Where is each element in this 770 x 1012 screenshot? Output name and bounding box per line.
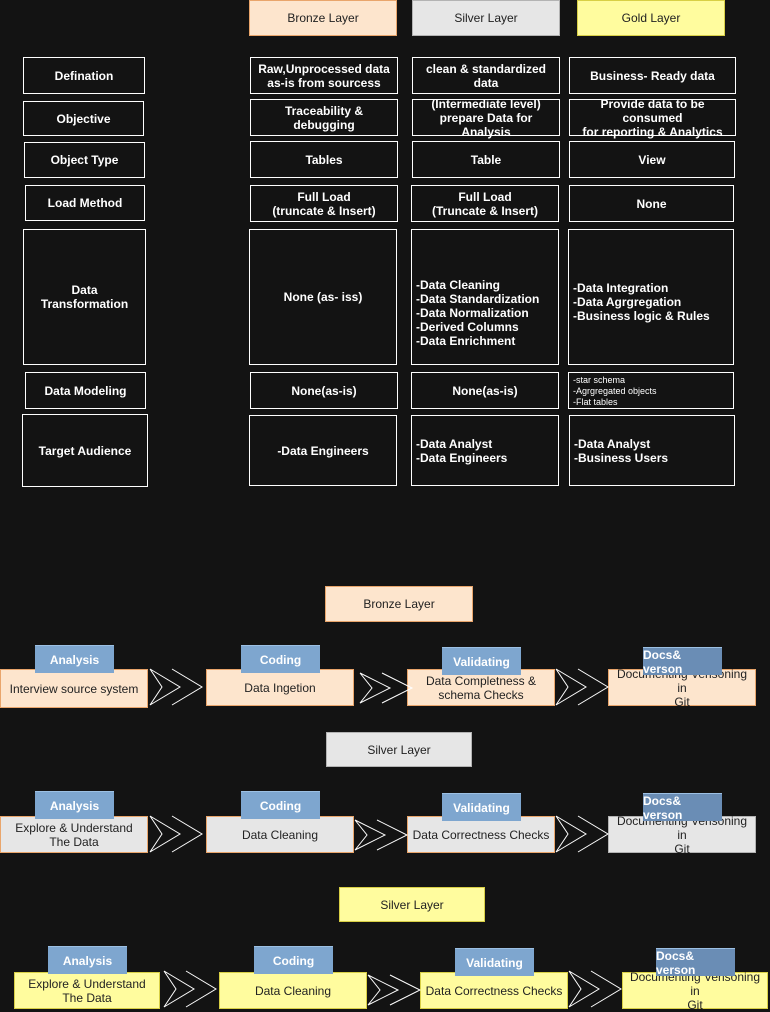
bronze-objective: Traceability & debugging [250,99,398,136]
flow-3-step-analysis: Explore & Understand The Data [14,972,160,1009]
flow-1-step-analysis: Interview source system [0,669,148,708]
row-label-data-modeling: Data Modeling [25,372,146,409]
flow-2-tag-coding: Coding [241,791,320,819]
flow-1-arrow-2-icon [359,672,414,704]
row-label-target-audience: Target Audience [22,414,148,487]
flow-1-arrow-3-icon [555,668,609,706]
gold-defination: Business- Ready data [569,57,736,94]
flow-1-tag-validating: Validating [442,647,521,675]
gold-layer-header: Gold Layer [577,0,725,36]
flow-1-arrow-1-icon [149,668,203,706]
silver-defination: clean & standardized data [412,57,560,94]
flow-3-tag-coding: Coding [254,946,333,974]
bronze-load-method: Full Load (truncate & Insert) [250,185,398,222]
gold-data-modeling: -star schema -Agrgregated objects -Flat … [568,372,734,409]
flow-3-step-coding: Data Cleaning [219,972,367,1009]
flow-1-tag-coding: Coding [241,645,320,673]
flow-2-step-coding: Data Cleaning [206,816,354,853]
flow-2-tag-analysis: Analysis [35,791,114,819]
bronze-data-transformation: None (as- iss) [249,229,397,365]
flow-3-step-docs: Documenting Verisoning in Git [622,970,768,1012]
gold-target-audience: -Data Analyst -Business Users [569,415,735,486]
bronze-layer-header: Bronze Layer [249,0,397,36]
flow-1-step-validating: Data Completness & schema Checks [407,669,555,706]
flow-3-tag-docs: Docs& verson [656,948,735,977]
gold-load-method: None [569,185,734,222]
flow-2-step-analysis: Explore & Understand The Data [0,816,148,853]
silver-data-transformation: -Data Cleaning -Data Standardization -Da… [411,229,559,365]
flow-2-tag-validating: Validating [442,793,521,821]
silver-object-type: Table [412,141,560,178]
gold-objective: Provide data to be consumed for reportin… [569,97,736,139]
silver-layer-header: Silver Layer [412,0,560,36]
bronze-defination: Raw,Unprocessed data as-is from sourcess [250,57,398,94]
flow-1-step-coding: Data Ingetion [206,669,354,706]
row-label-load-method: Load Method [25,185,145,221]
row-label-defination: Defination [23,57,145,94]
silver-target-audience: -Data Analyst -Data Engineers [411,415,559,486]
flow-3-step-validating: Data Correctness Checks [420,972,568,1009]
flow-1-title: Bronze Layer [325,586,473,622]
flow-2-title: Silver Layer [326,732,472,767]
row-label-data-transformation: Data Transformation [23,229,146,365]
flow-2-tag-docs: Docs& verson [643,793,722,822]
flow-3-tag-validating: Validating [455,948,534,976]
flow-1-tag-docs: Docs& verson [643,647,722,676]
bronze-data-modeling: None(as-is) [250,372,398,409]
flow-1-tag-analysis: Analysis [35,645,114,673]
silver-load-method: Full Load (Truncate & Insert) [411,185,559,222]
flow-3-tag-analysis: Analysis [48,946,127,974]
gold-object-type: View [569,141,735,178]
flow-2-arrow-3-icon [555,815,609,853]
bronze-object-type: Tables [250,141,398,178]
row-label-object-type: Object Type [24,142,145,178]
silver-objective: (Intermediate level) prepare Data for An… [412,97,560,139]
flow-3-title: Silver Layer [339,887,485,922]
silver-data-modeling: None(as-is) [411,372,559,409]
flow-2-arrow-2-icon [354,819,409,851]
flow-3-arrow-1-icon [163,970,217,1008]
bronze-target-audience: -Data Engineers [249,415,397,486]
flow-2-step-validating: Data Correctness Checks [407,816,555,853]
row-label-objective: Objective [23,101,144,136]
gold-data-transformation: -Data Integration -Data Agrgregation -Bu… [568,229,734,365]
flow-3-arrow-2-icon [367,974,422,1006]
flow-2-arrow-1-icon [149,815,203,853]
flow-3-arrow-3-icon [568,970,622,1008]
flow-2-step-docs: Documenting Verisoning in Git [608,814,756,856]
